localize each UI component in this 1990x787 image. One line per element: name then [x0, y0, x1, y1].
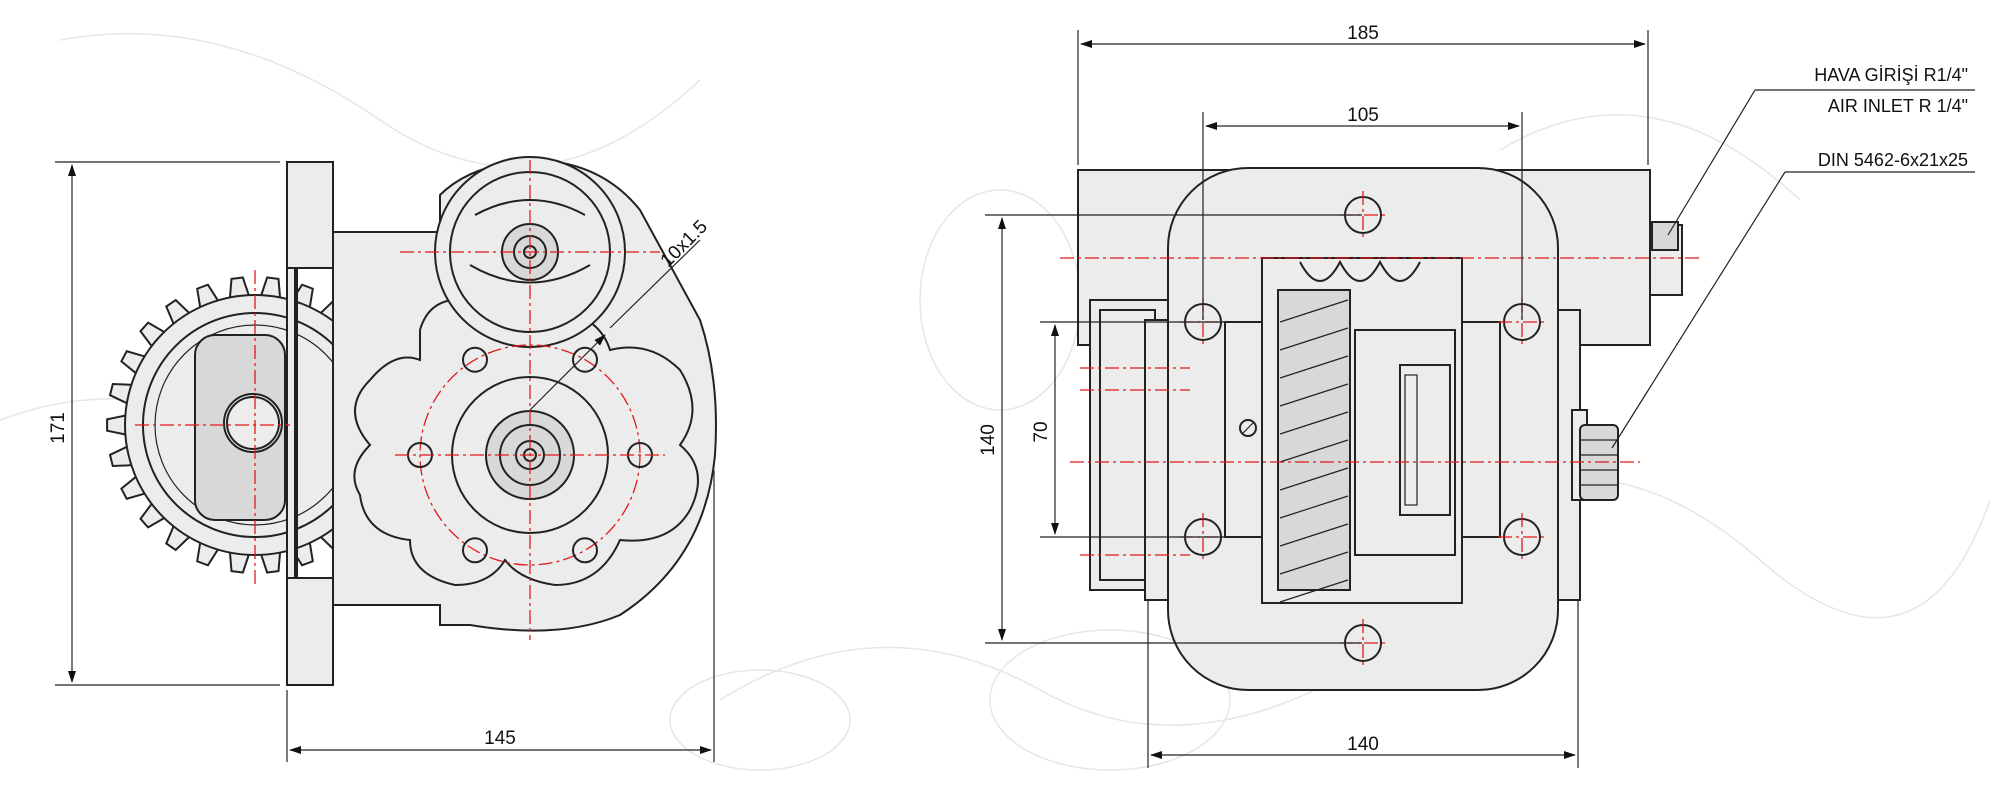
thread-label: 10x1.5 [657, 216, 712, 271]
spline-spec-label: DIN 5462-6x21x25 [1818, 150, 1968, 170]
helical-gear [1277, 289, 1351, 603]
dim-140-height: 140 [978, 214, 1362, 644]
dim-185: 185 [1077, 23, 1649, 165]
dim-height-front: 171 [48, 161, 280, 686]
dim-140-bottom-label: 140 [1347, 734, 1379, 755]
background-sketch [0, 32, 1990, 771]
dim-105: 105 [1202, 105, 1523, 320]
dim-70-label: 70 [1031, 421, 1052, 442]
spline-callout: DIN 5462-6x21x25 [1611, 150, 1975, 449]
dim-width-front: 145 [286, 470, 715, 762]
front-view: 171 145 10x1.5 [48, 156, 717, 762]
dim-145-label: 145 [484, 728, 516, 749]
dim-140-vert-label: 140 [978, 424, 999, 456]
dim-70: 70 [1031, 321, 1225, 538]
bolt-hole [462, 537, 488, 564]
bolt-hole [572, 537, 598, 564]
air-inlet-port [1651, 221, 1679, 251]
side-view: 185 105 140 70 140 [978, 23, 1975, 768]
dim-171-label: 171 [48, 412, 69, 444]
air-inlet-callout: HAVA GİRİŞİ R1/4" AIR INLET R 1/4" [1667, 65, 1975, 236]
dim-140-width: 140 [1147, 600, 1579, 768]
bolt-hole [462, 346, 488, 373]
air-inlet-en-label: AIR INLET R 1/4" [1828, 96, 1968, 116]
dim-105-label: 105 [1347, 105, 1379, 126]
air-inlet-tr-label: HAVA GİRİŞİ R1/4" [1814, 65, 1968, 85]
dim-185-label: 185 [1347, 23, 1379, 44]
bolt-hole [572, 346, 598, 373]
